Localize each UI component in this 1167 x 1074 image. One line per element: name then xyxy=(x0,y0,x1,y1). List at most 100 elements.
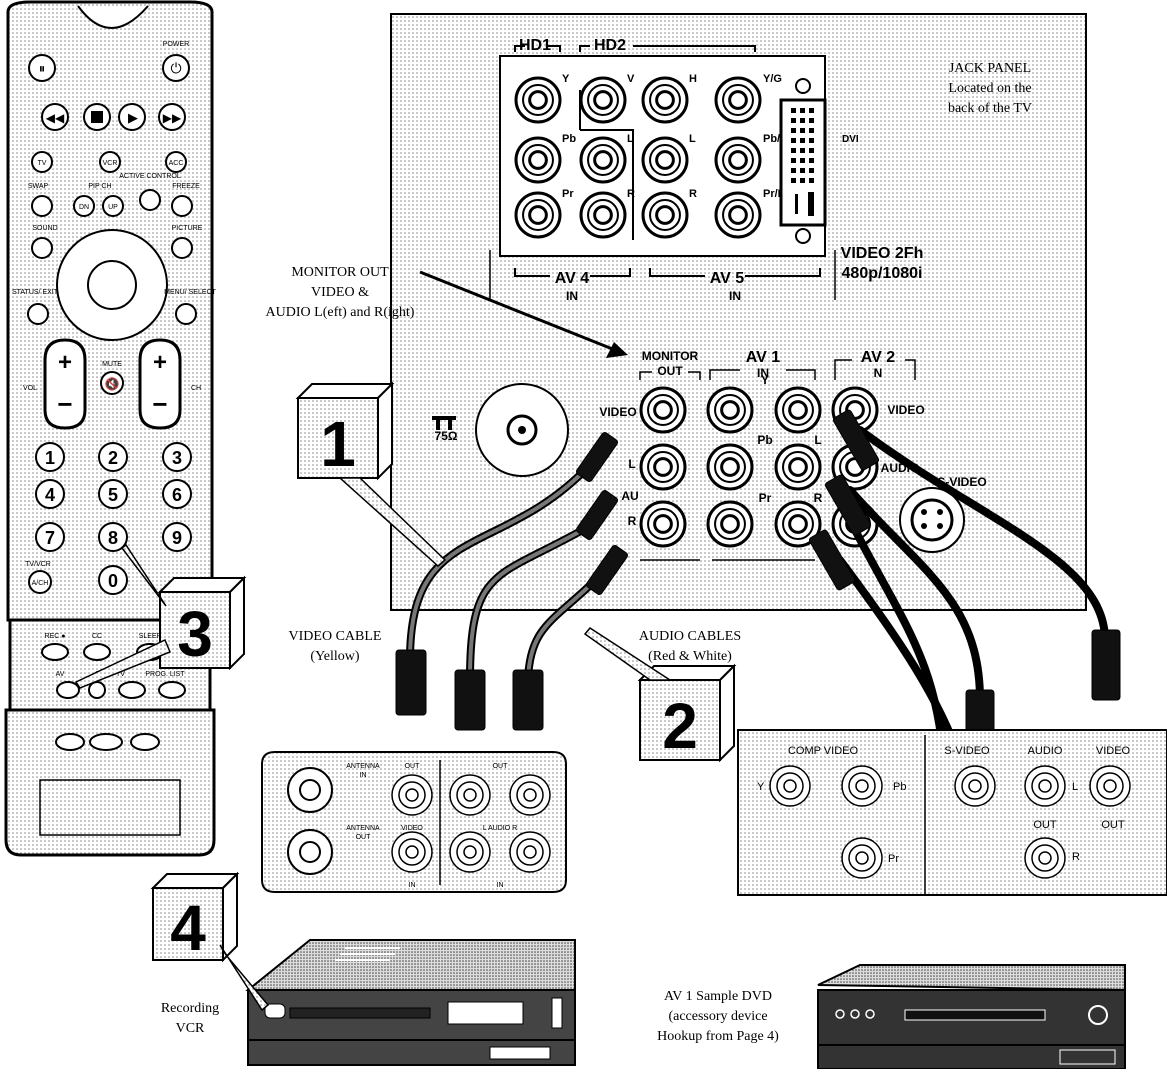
lower-jack-1[interactable] xyxy=(641,445,685,489)
vcr-jack-3[interactable] xyxy=(392,832,432,872)
monitor-r-label: R xyxy=(628,514,637,528)
recording-vcr-label-1: Recording xyxy=(161,1001,219,1016)
cover-button-3[interactable] xyxy=(131,734,159,750)
power-icon: ⏻ xyxy=(170,60,181,76)
dvi-screw-bottom xyxy=(796,229,810,243)
menu-select-button[interactable] xyxy=(176,304,196,324)
freeze-button[interactable] xyxy=(172,196,192,216)
vol-up-icon: + xyxy=(58,349,72,376)
hd-jack-label-6: L xyxy=(689,133,696,145)
hd-jack-0-2[interactable] xyxy=(643,78,687,122)
monitor-au-label: AU xyxy=(621,489,638,503)
cc-button[interactable] xyxy=(84,644,110,660)
hd-jack-1-1[interactable] xyxy=(581,138,625,182)
swap-button[interactable] xyxy=(32,196,52,216)
mute-label: MUTE xyxy=(102,361,122,368)
lower-jack-5[interactable] xyxy=(708,502,752,546)
vcr-jack-0[interactable] xyxy=(392,775,432,815)
dvd-out-label-2: OUT xyxy=(1101,819,1125,831)
av1-label: AV 1 xyxy=(746,349,780,366)
recording-vcr-label-2: VCR xyxy=(176,1021,205,1036)
status-exit-label: STATUS/ EXIT xyxy=(12,289,59,296)
dvd-note-3: Hookup from Page 4) xyxy=(657,1029,779,1044)
active-control-button[interactable] xyxy=(140,190,160,210)
lower-jack-4[interactable] xyxy=(708,445,752,489)
sound-button[interactable] xyxy=(32,238,52,258)
vol-label: VOL xyxy=(23,385,37,392)
dvd-video-label: VIDEO xyxy=(1096,745,1131,757)
hd-jack-0-0[interactable] xyxy=(516,78,560,122)
av-button[interactable] xyxy=(57,682,79,698)
hd-jack-1-0[interactable] xyxy=(516,138,560,182)
dvd-jack-0[interactable] xyxy=(770,766,810,806)
dvd-jack-3[interactable] xyxy=(955,766,995,806)
av5-in-label: IN xyxy=(729,289,741,303)
stop-icon xyxy=(91,111,103,123)
dvd-note-1: AV 1 Sample DVD xyxy=(664,989,772,1004)
ok-button[interactable] xyxy=(88,261,136,309)
vcr-out-label: OUT xyxy=(405,763,421,770)
active-control-label: ACTIVE CONTROL xyxy=(119,173,181,180)
hd-jack-label-0: Y xyxy=(562,73,570,85)
av5-label: AV 5 xyxy=(710,270,744,287)
ch-label: CH xyxy=(191,385,201,392)
video-cable-label-1: VIDEO CABLE xyxy=(289,629,382,644)
step-2: 2 xyxy=(662,690,698,762)
monitor-out-callout-1: MONITOR OUT xyxy=(291,265,389,280)
lower-jack-3[interactable] xyxy=(708,388,752,432)
vcr-jack-4[interactable] xyxy=(450,832,490,872)
vol-down-icon: − xyxy=(57,389,72,419)
hd-jack-1-3[interactable] xyxy=(716,138,760,182)
lower-jack-2[interactable] xyxy=(641,502,685,546)
picture-button[interactable] xyxy=(172,238,192,258)
remote-cover xyxy=(6,710,214,855)
lower-jack-7[interactable] xyxy=(776,445,820,489)
vcr-jack-1[interactable] xyxy=(450,775,490,815)
freeze-label: FREEZE xyxy=(172,183,200,190)
digit-label-2: 2 xyxy=(108,448,118,468)
surf-button[interactable] xyxy=(89,682,105,698)
rec-button[interactable] xyxy=(42,644,68,660)
power-label: POWER xyxy=(163,41,189,48)
digit-label-8: 8 xyxy=(108,528,118,548)
hd-jack-0-1[interactable] xyxy=(581,78,625,122)
digit-label-6: 6 xyxy=(172,485,182,505)
dvd-comp-video-label: COMP VIDEO xyxy=(788,745,859,757)
lower-jack-0[interactable] xyxy=(641,388,685,432)
vcr-jack-5[interactable] xyxy=(510,832,550,872)
av-label: AV xyxy=(56,671,65,678)
status-exit-button[interactable] xyxy=(28,304,48,324)
dvd-jack-2[interactable] xyxy=(842,838,882,878)
cover-button-1[interactable] xyxy=(56,734,84,750)
dvd-y-label: Y xyxy=(757,781,765,793)
vcr-power-button[interactable] xyxy=(265,1004,285,1018)
hd-jack-2-1[interactable] xyxy=(581,193,625,237)
vcr-video-label: VIDEO xyxy=(401,825,423,832)
hd-jack-2-2[interactable] xyxy=(643,193,687,237)
vcr-jack-2[interactable] xyxy=(510,775,550,815)
dvd-jack-1[interactable] xyxy=(842,766,882,806)
hd-jack-1-2[interactable] xyxy=(643,138,687,182)
step-4-callout: 4 xyxy=(153,874,268,1010)
dvd-out-label-1: OUT xyxy=(1033,819,1057,831)
prog-list-button[interactable] xyxy=(159,682,185,698)
hd-jack-label-4: Pb xyxy=(562,133,576,145)
vcr-antenna-out-label-2: OUT xyxy=(356,834,372,841)
hd-jack-2-3[interactable] xyxy=(716,193,760,237)
resolution-label: 480p/1080i xyxy=(842,265,923,282)
hd-jack-2-0[interactable] xyxy=(516,193,560,237)
dvd-jack-4[interactable] xyxy=(1025,766,1065,806)
dvi-label: DVI xyxy=(842,134,859,145)
av4-in-label: IN xyxy=(566,289,578,303)
cover-button-2[interactable] xyxy=(90,734,122,750)
recording-vcr-device xyxy=(248,940,575,1065)
lower-jack-6[interactable] xyxy=(776,388,820,432)
surf-tv-button[interactable] xyxy=(119,682,145,698)
ch-up-icon: + xyxy=(153,349,167,376)
vcr-in-label-1: IN xyxy=(409,882,416,889)
dvd-jack-5[interactable] xyxy=(1090,766,1130,806)
hd-jack-0-3[interactable] xyxy=(716,78,760,122)
dvd-jack-6[interactable] xyxy=(1025,838,1065,878)
pip-ch-label: PIP CH xyxy=(88,183,111,190)
hd-jack-label-10: R xyxy=(689,188,697,200)
